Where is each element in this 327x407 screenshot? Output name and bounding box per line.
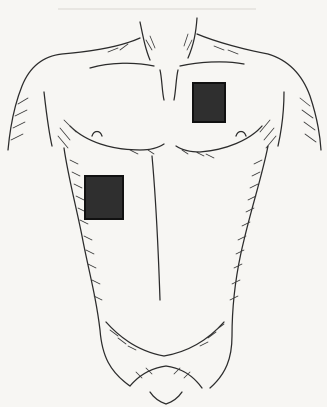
lower-left-pad <box>85 176 123 219</box>
pectorals <box>58 120 276 158</box>
upper-right-pad <box>193 83 225 122</box>
neck <box>140 18 197 60</box>
shoulders <box>8 34 321 150</box>
